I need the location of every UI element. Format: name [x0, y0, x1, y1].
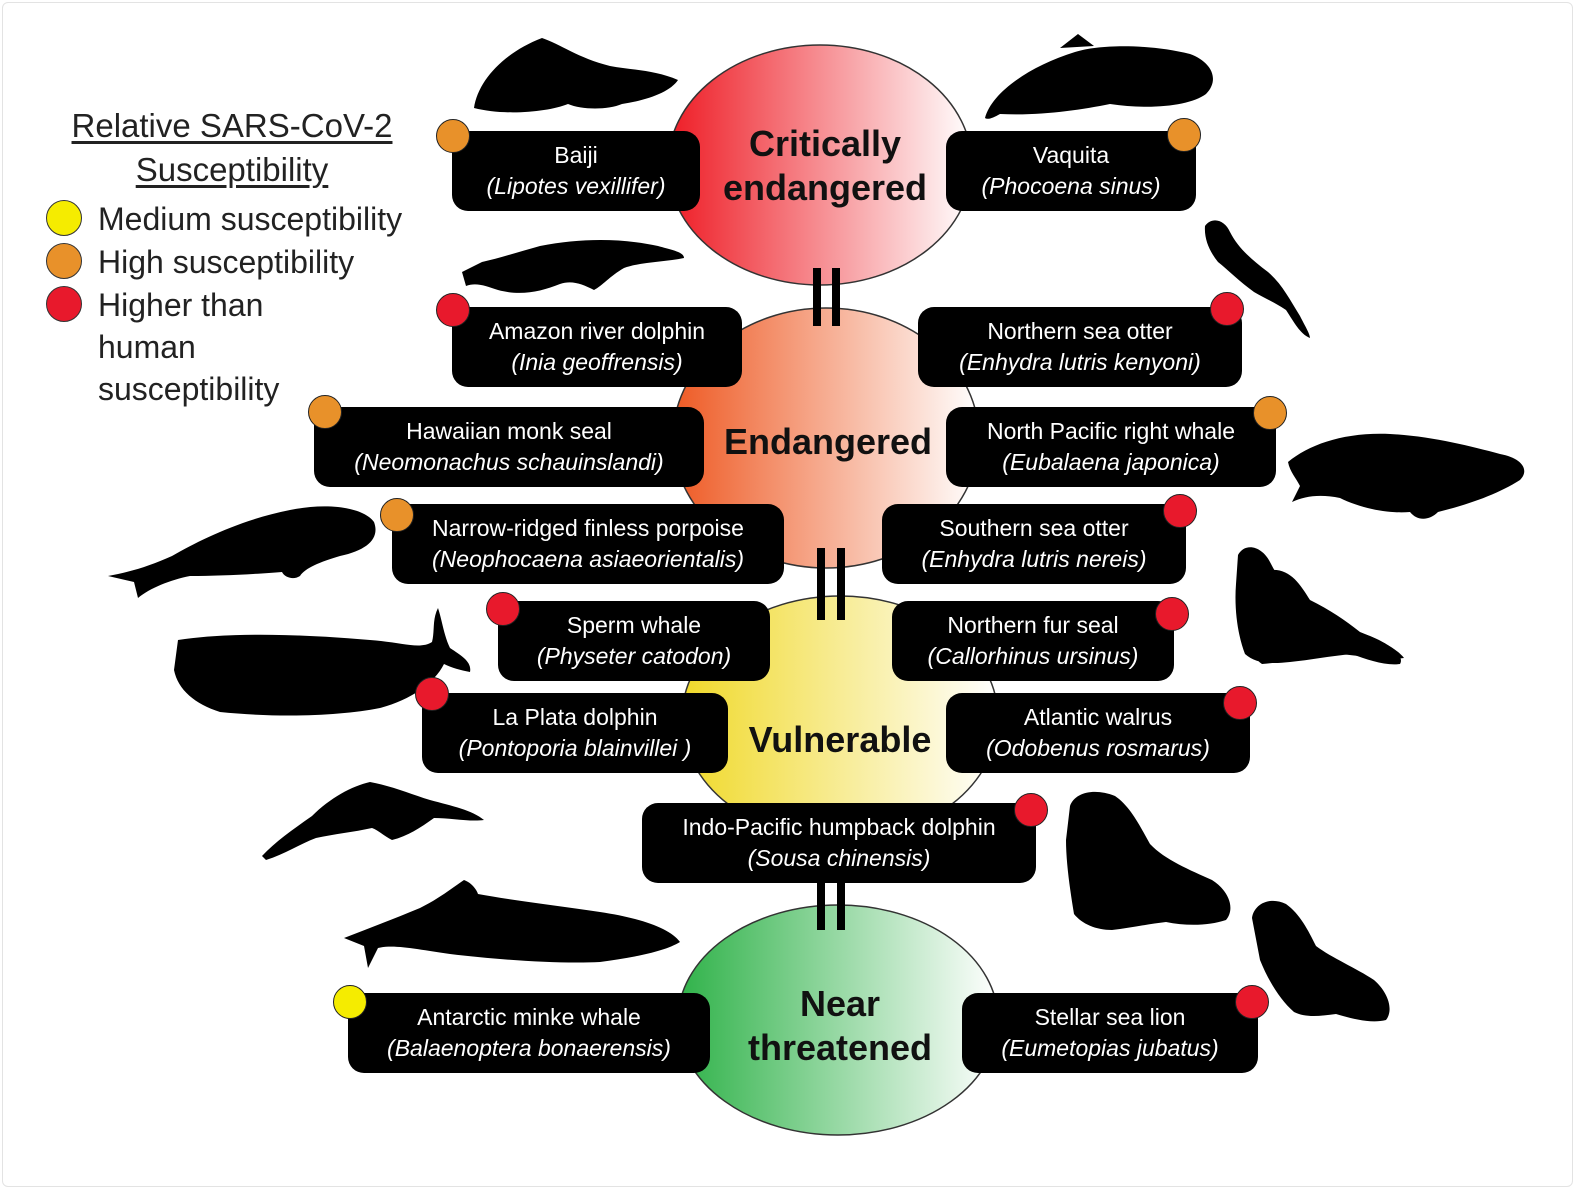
susceptibility-dot — [1167, 118, 1201, 152]
finless-porpoise-silhouette — [108, 506, 376, 598]
species-common: Northern sea otter — [987, 318, 1173, 344]
legend-item-medium: Medium susceptibility — [46, 198, 402, 240]
species-box-vaquita: Vaquita (Phocoena sinus) — [946, 131, 1196, 211]
species-scientific: (Neomonachus schauinslandi) — [354, 449, 664, 475]
legend-dot-medium — [46, 200, 82, 236]
species-common: Vaquita — [1032, 142, 1110, 168]
legend-label-higher: Higher than human susceptibility — [98, 287, 280, 407]
species-box-sperm-whale: Sperm whale (Physeter catodon) — [498, 601, 770, 681]
species-scientific: (Phocoena sinus) — [981, 173, 1161, 199]
species-box-antarctic-minke-whale: Antarctic minke whale (Balaenoptera bona… — [348, 993, 710, 1073]
legend-dot-high — [46, 243, 82, 279]
species-box-atlantic-walrus: Atlantic walrus (Odobenus rosmarus) — [946, 693, 1250, 773]
sperm-whale-silhouette — [174, 608, 471, 716]
stellar-sea-lion-silhouette — [1252, 900, 1390, 1022]
amazon-river-dolphin-silhouette — [462, 240, 684, 293]
species-scientific: (Pontoporia blainvillei ) — [458, 735, 692, 761]
legend-title: Relative SARS-CoV-2 Susceptibility — [71, 107, 393, 188]
category-label-critically-endangered: Critically endangered — [722, 123, 928, 208]
northern-fur-seal-silhouette — [1252, 569, 1404, 664]
la-plata-dolphin-silhouette — [262, 782, 484, 860]
species-common: Baiji — [554, 142, 598, 168]
susceptibility-dot — [1253, 396, 1287, 430]
species-box-stellar-sea-lion: Stellar sea lion (Eumetopias jubatus) — [962, 993, 1258, 1073]
susceptibility-dot — [380, 498, 414, 532]
susceptibility-dot — [1155, 597, 1189, 631]
antarctic-minke-whale-silhouette — [344, 880, 680, 968]
legend-item-high: High susceptibility — [46, 241, 354, 283]
species-scientific: (Balaenoptera bonaerensis) — [387, 1035, 671, 1061]
susceptibility-dot — [1163, 494, 1197, 528]
species-box-la-plata-dolphin: La Plata dolphin (Pontoporia blainvillei… — [422, 693, 728, 773]
species-common: Northern fur seal — [947, 612, 1119, 638]
species-box-baiji: Baiji (Lipotes vexillifer) — [452, 131, 700, 211]
susceptibility-dot — [486, 592, 520, 626]
break-marker-1 — [813, 268, 840, 326]
species-common: Southern sea otter — [939, 515, 1129, 541]
susceptibility-dot — [1014, 793, 1048, 827]
susceptibility-dot — [436, 119, 470, 153]
susceptibility-dot — [436, 293, 470, 327]
category-label-near-threatened: Near threatened — [747, 983, 933, 1068]
susceptibility-dot — [1210, 292, 1244, 326]
species-scientific: (Enhydra lutris nereis) — [921, 546, 1147, 572]
species-scientific: (Enhydra lutris kenyoni) — [959, 349, 1201, 375]
species-box-finless-porpoise: Narrow-ridged finless porpoise (Neophoca… — [392, 504, 784, 584]
species-box-northern-sea-otter: Northern sea otter (Enhydra lutris kenyo… — [918, 307, 1242, 387]
species-box-southern-sea-otter: Southern sea otter (Enhydra lutris nerei… — [882, 504, 1186, 584]
species-box-north-pacific-right-whale: North Pacific right whale (Eubalaena jap… — [946, 407, 1276, 487]
break-marker-2 — [817, 548, 845, 620]
legend-dot-higher — [46, 286, 82, 322]
susceptibility-dot — [333, 985, 367, 1019]
susceptibility-dot — [1235, 985, 1269, 1019]
walrus-silhouette — [1066, 791, 1231, 930]
species-scientific: (Neophocaena asiaeorientalis) — [432, 546, 744, 572]
susceptibility-dot — [415, 677, 449, 711]
baiji-silhouette — [474, 38, 678, 113]
species-scientific: (Lipotes vexillifer) — [486, 173, 666, 199]
legend-label-high: High susceptibility — [98, 244, 355, 280]
species-common: Atlantic walrus — [1023, 704, 1173, 730]
species-box-northern-fur-seal: Northern fur seal (Callorhinus ursinus) — [892, 601, 1174, 681]
north-pacific-right-whale-silhouette — [1288, 433, 1525, 519]
species-common: North Pacific right whale — [987, 418, 1235, 444]
species-common: Narrow-ridged finless porpoise — [432, 515, 744, 541]
species-common: Sperm whale — [566, 612, 702, 638]
species-common: Hawaiian monk seal — [406, 418, 612, 444]
susceptibility-dot — [1223, 686, 1257, 720]
legend-item-higher: Higher than human susceptibility — [46, 284, 336, 410]
species-common: Stellar sea lion — [1034, 1004, 1186, 1030]
species-scientific: (Odobenus rosmarus) — [986, 735, 1210, 761]
species-common: La Plata dolphin — [492, 704, 658, 730]
species-scientific: (Physeter catodon) — [536, 643, 732, 669]
species-common: Antarctic minke whale — [417, 1004, 641, 1030]
category-label-vulnerable: Vulnerable — [748, 719, 932, 760]
category-label-endangered: Endangered — [723, 421, 933, 462]
break-marker-3 — [817, 882, 845, 930]
species-common: Indo-Pacific humpback dolphin — [682, 814, 996, 840]
species-box-indo-pacific-humpback-dolphin: Indo-Pacific humpback dolphin (Sousa chi… — [642, 803, 1036, 883]
species-common: Amazon river dolphin — [488, 318, 706, 344]
species-scientific: (Eumetopias jubatus) — [1001, 1035, 1219, 1061]
legend-label-medium: Medium susceptibility — [98, 201, 403, 237]
species-scientific: (Sousa chinensis) — [747, 845, 931, 871]
species-scientific: (Eubalaena japonica) — [1002, 449, 1220, 475]
susceptibility-dot — [308, 395, 342, 429]
vaquita-silhouette — [985, 34, 1213, 119]
northern-sea-otter-silhouette — [1204, 220, 1310, 338]
species-box-hawaiian-monk-seal: Hawaiian monk seal (Neomonachus schauins… — [314, 407, 704, 487]
species-scientific: (Callorhinus ursinus) — [927, 643, 1139, 669]
species-box-amazon-river-dolphin: Amazon river dolphin (Inia geoffrensis) — [452, 307, 742, 387]
species-scientific: (Inia geoffrensis) — [511, 349, 683, 375]
